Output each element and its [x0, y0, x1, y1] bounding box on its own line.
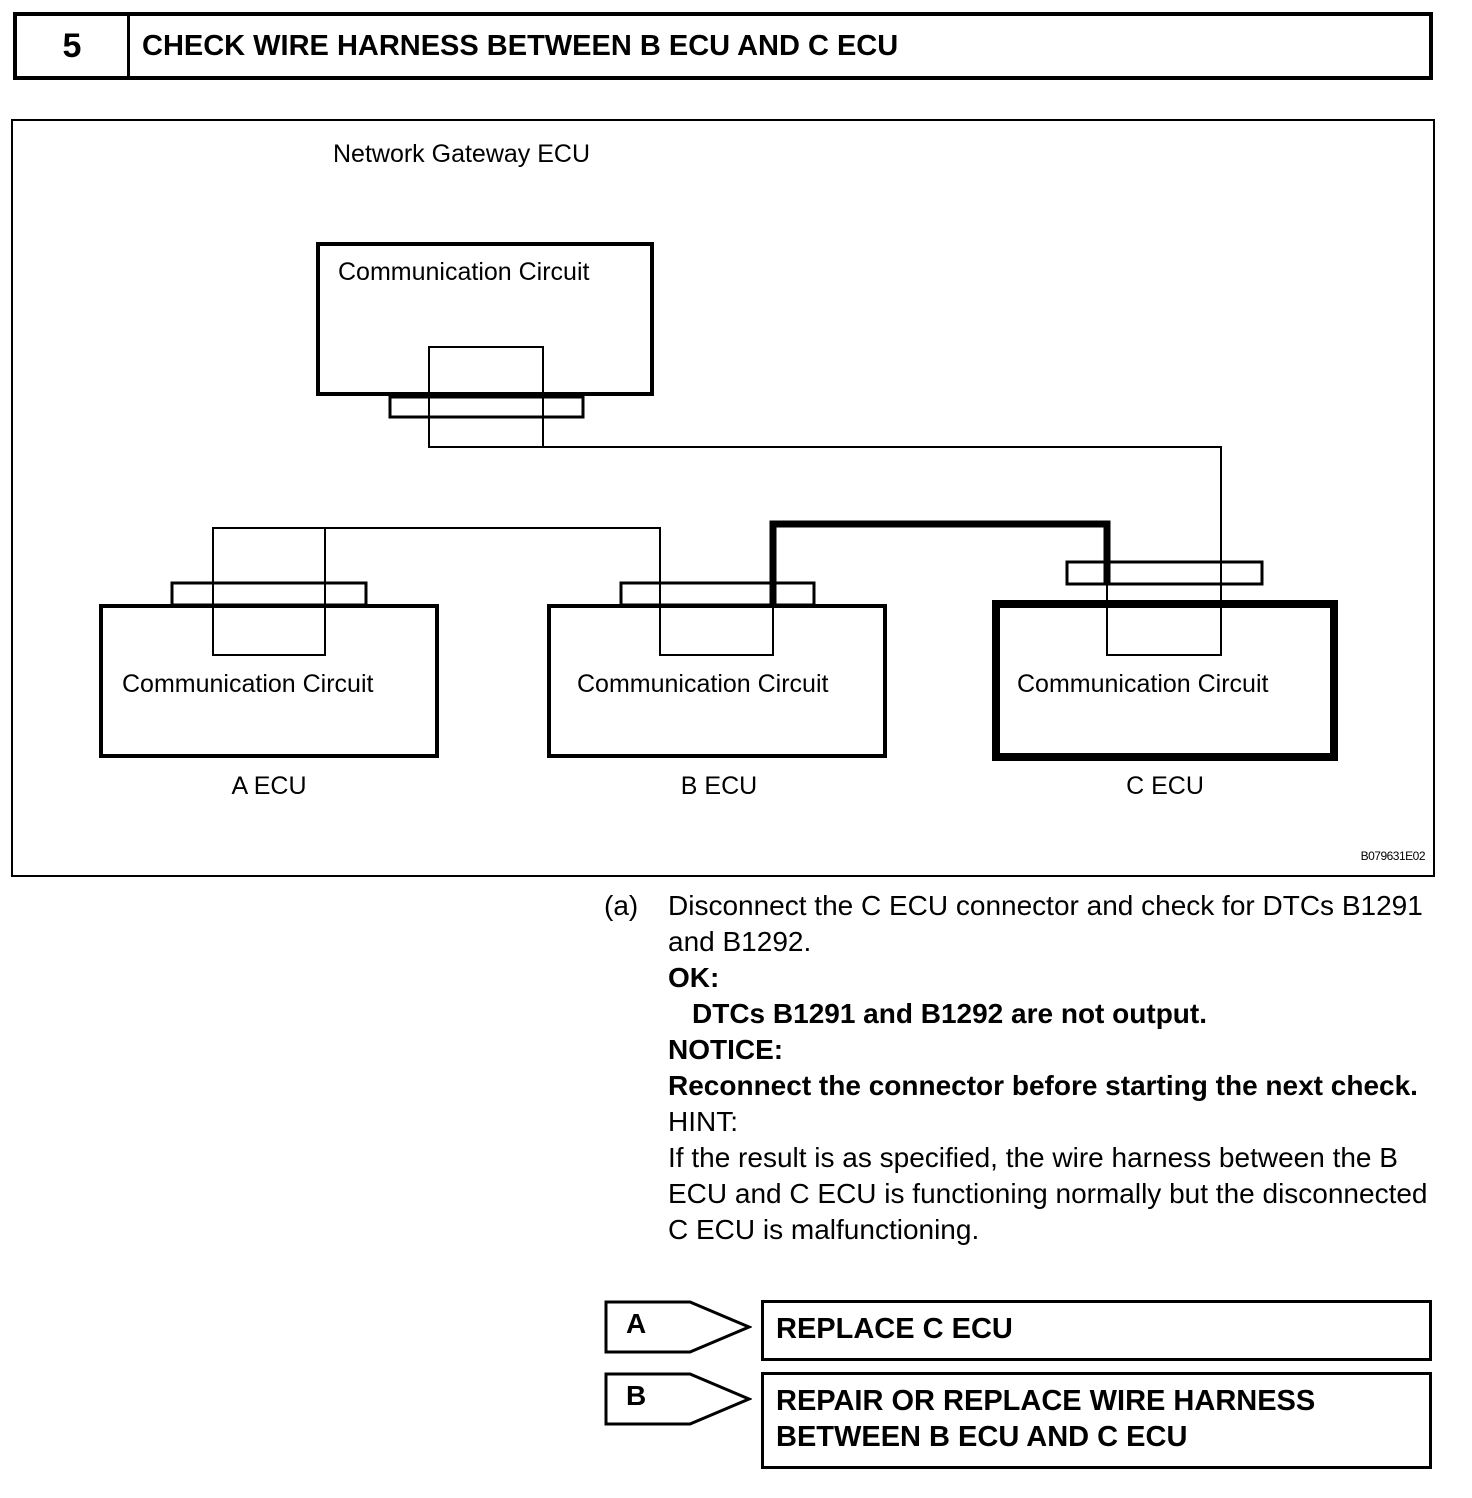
- gateway-label: Network Gateway ECU: [333, 140, 590, 168]
- step-number: 5: [17, 16, 130, 76]
- step-header: 5 CHECK WIRE HARNESS BETWEEN B ECU AND C…: [13, 12, 1433, 80]
- step-title: CHECK WIRE HARNESS BETWEEN B ECU AND C E…: [142, 29, 899, 62]
- result-a-arrow-icon: [604, 1300, 752, 1354]
- result-b-action: REPAIR OR REPLACE WIRE HARNESS BETWEEN B…: [761, 1372, 1432, 1469]
- b-ecu-circuit-label: Communication Circuit: [577, 670, 829, 698]
- wiring-diagram: Network Gateway ECU Communication Circui…: [11, 119, 1435, 877]
- notice-text: Reconnect the connector before starting …: [668, 1070, 1418, 1101]
- hint-text: If the result is as specified, the wire …: [668, 1142, 1428, 1245]
- gateway-connector: [388, 395, 585, 419]
- wire-a-to-b: [325, 527, 774, 656]
- b-ecu-connector: [619, 581, 816, 607]
- wiring-diagram-svg: Network Gateway ECU Communication Circui…: [99, 140, 1338, 800]
- hint-label: HINT:: [668, 1106, 738, 1137]
- procedure-instruction: Disconnect the C ECU connector and check…: [668, 890, 1423, 957]
- procedure-marker: (a): [604, 890, 639, 921]
- gateway-circuit-label: Communication Circuit: [338, 258, 590, 286]
- result-a-action: REPLACE C ECU: [761, 1300, 1432, 1361]
- a-ecu-connector: [170, 581, 368, 607]
- b-ecu-name: B ECU: [681, 772, 757, 800]
- a-ecu-circuit-label: Communication Circuit: [122, 670, 374, 698]
- notice-label: NOTICE:: [668, 1034, 784, 1065]
- c-ecu-box: [992, 600, 1338, 761]
- result-b-arrow-icon: [604, 1372, 752, 1426]
- wire-gateway-to-c: [543, 446, 1222, 656]
- gateway-box: [316, 242, 654, 396]
- c-ecu-connector: [1065, 560, 1264, 586]
- result-a-letter: A: [626, 1308, 647, 1339]
- procedure-content: Disconnect the C ECU connector and check…: [668, 888, 1444, 1248]
- c-ecu-name: C ECU: [1126, 772, 1204, 800]
- ok-label: OK:: [668, 962, 720, 993]
- wire-b-to-c-highlighted: [769, 520, 1111, 606]
- result-b-letter: B: [626, 1380, 647, 1411]
- gateway-inner-loop: [428, 346, 544, 448]
- c-ecu-circuit-label: Communication Circuit: [1017, 670, 1269, 698]
- a-ecu-inner-loop: [212, 527, 326, 656]
- ok-text: DTCs B1291 and B1292 are not output.: [692, 998, 1208, 1029]
- figure-code: B079631E02: [1360, 849, 1426, 863]
- a-ecu-name: A ECU: [231, 772, 306, 800]
